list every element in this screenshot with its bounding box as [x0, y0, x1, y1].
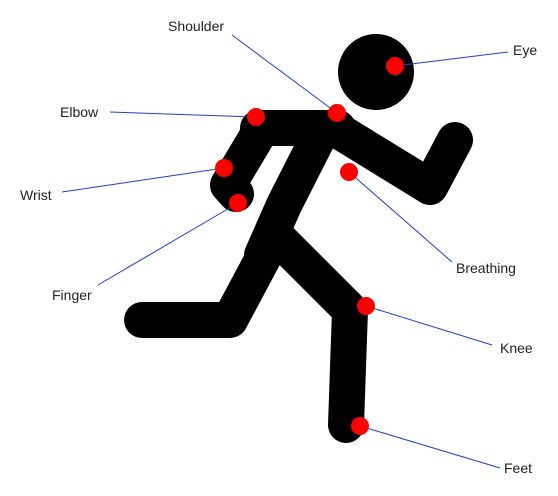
leader-line-breathing: [348, 171, 453, 263]
leader-lines: [61, 34, 509, 469]
markers: [215, 57, 404, 435]
stick-figure: [124, 110, 473, 443]
marker-knee: [357, 297, 375, 315]
front-arm: [316, 110, 473, 205]
label-knee: Knee: [500, 340, 533, 356]
label-shoulder: Shoulder: [168, 18, 224, 34]
head: [338, 34, 414, 110]
leader-line-finger: [97, 202, 239, 286]
leader-line-shoulder: [231, 34, 338, 114]
marker-finger: [229, 194, 247, 212]
label-breathing: Breathing: [456, 260, 516, 276]
marker-feet: [351, 417, 369, 435]
leader-line-feet: [359, 425, 501, 469]
marker-wrist: [215, 159, 233, 177]
label-eye: Eye: [513, 42, 537, 58]
marker-breathing: [340, 163, 358, 181]
leader-line-wrist: [61, 167, 225, 193]
rear-leg: [124, 227, 288, 338]
front-leg: [262, 222, 368, 443]
label-finger: Finger: [52, 287, 92, 303]
label-elbow: Elbow: [60, 104, 99, 120]
label-wrist: Wrist: [20, 187, 52, 203]
label-feet: Feet: [504, 460, 532, 476]
marker-shoulder: [328, 104, 346, 122]
leader-line-knee: [365, 305, 493, 346]
rear-forearm: [210, 110, 280, 212]
marker-elbow: [247, 108, 265, 126]
leader-line-elbow: [109, 111, 257, 118]
marker-eye: [386, 57, 404, 75]
leader-line-eye: [394, 51, 509, 67]
